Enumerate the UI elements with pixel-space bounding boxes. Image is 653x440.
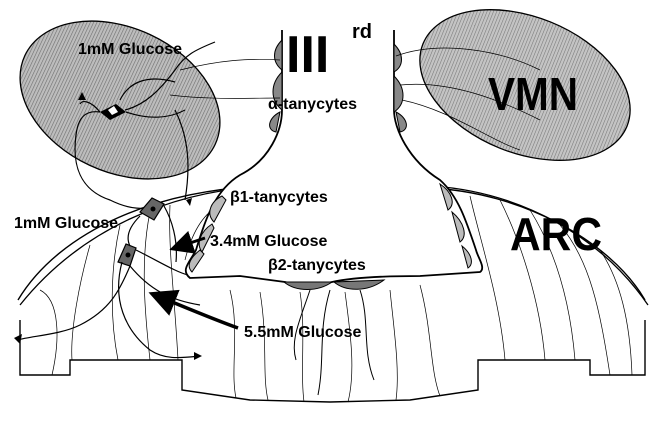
vmn-label: VMN	[488, 68, 578, 120]
alpha-tanycytes-label: α-tanycytes	[268, 96, 357, 113]
arc-label: ARC	[510, 208, 602, 260]
glucose-left-label: 1mM Glucose	[14, 215, 118, 232]
glucose-low-label: 5.5mM Glucose	[244, 324, 361, 341]
ventricle-label: III	[286, 26, 329, 84]
glucose-mid-label: 3.4mM Glucose	[210, 233, 327, 250]
beta1-tanycytes-label: β1-tanycytes	[230, 189, 328, 206]
beta2-tanycytes-label: β2-tanycytes	[268, 257, 366, 274]
arrow-5-5mM	[155, 295, 238, 328]
glucose-top-label: 1mM Glucose	[78, 41, 182, 58]
ventricle-superscript: rd	[352, 21, 372, 43]
vmn-nucleus-left	[0, 0, 246, 210]
